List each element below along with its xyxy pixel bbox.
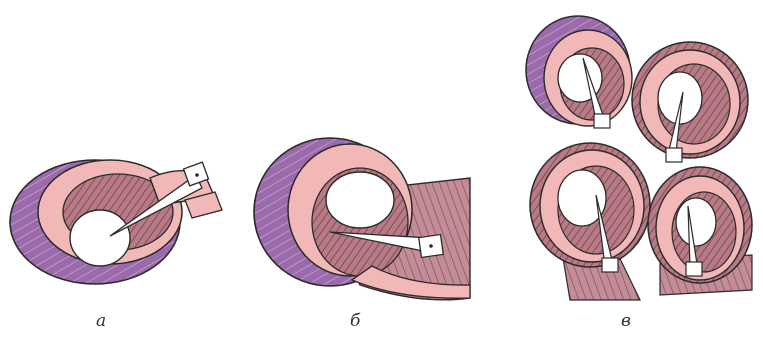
loops-c-illustration: [526, 16, 752, 300]
loop-b-lattice-node: [429, 244, 433, 248]
loop-c-top-right: [632, 42, 748, 162]
caption-b: б: [350, 311, 360, 331]
loop-b-illustration: [254, 138, 470, 300]
loop-c-top-left: [526, 16, 632, 128]
loop-a-lattice-node: [195, 173, 199, 177]
loop-a-hole: [70, 210, 130, 266]
caption-c: в: [621, 311, 631, 331]
caption-a: а: [96, 311, 106, 331]
loop-c-bottom-right: [648, 167, 752, 283]
loop-b-hole: [326, 172, 394, 228]
loop-a-illustration: [10, 160, 222, 284]
loop-c-bottom-left: [530, 143, 650, 272]
